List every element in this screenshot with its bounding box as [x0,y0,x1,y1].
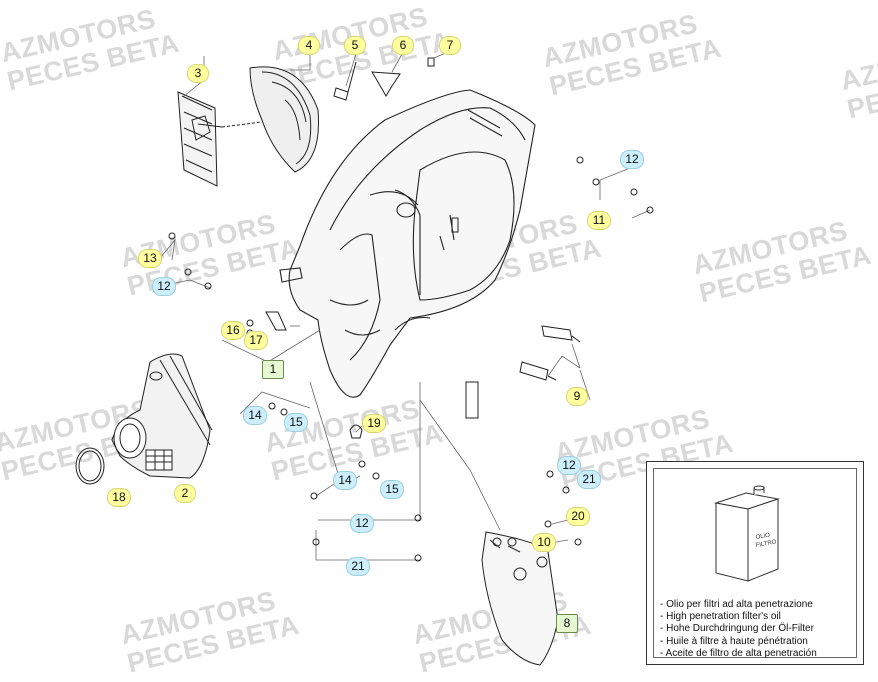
callout-part-5[interactable]: 5 [344,36,366,55]
airbox-housing [279,89,536,398]
callout-part-18[interactable]: 18 [107,488,131,507]
callout-part-12[interactable]: 12 [152,277,176,296]
callout-part-15[interactable]: 15 [284,413,308,432]
oil-note-es: - Aceite de filtro de alta penetración [660,647,817,659]
callout-part-6[interactable]: 6 [392,36,414,55]
oil-note-text: - Olio per filtri ad alta penetrazione -… [660,599,817,660]
filter-oil-note-box: OLIO FILTRO - Olio per filtri ad alta pe… [646,461,864,665]
small-fasteners-top [333,57,435,101]
intake-boot [111,353,213,479]
hardware-bits [168,156,654,568]
hose-clamp [75,447,105,485]
callout-part-12[interactable]: 12 [557,456,581,475]
oil-note-en: - High penetration filter's oil [660,611,781,623]
callout-part-10[interactable]: 10 [532,533,556,552]
oil-note-de: - Hohe Durchdringung der Öl-Filter [660,623,814,635]
callout-part-21[interactable]: 21 [346,557,370,576]
oil-can-label-1: OLIO [755,533,770,541]
callout-part-12[interactable]: 12 [350,514,374,533]
callout-part-11[interactable]: 11 [587,211,611,230]
callout-part-3[interactable]: 3 [187,64,209,83]
callout-part-13[interactable]: 13 [138,249,162,268]
oil-can-label-2: FILTRO [755,539,777,549]
filter-cage [177,91,223,187]
callout-part-2[interactable]: 2 [174,484,196,503]
callout-part-7[interactable]: 7 [439,36,461,55]
air-filter [221,66,320,173]
callout-part-21[interactable]: 21 [577,470,601,489]
filter-oil-note-frame: OLIO FILTRO - Olio per filtri ad alta pe… [653,468,857,660]
oil-can-icon: OLIO FILTRO [714,485,780,582]
oil-note-it: - Olio per filtri ad alta penetrazione [660,599,813,610]
callout-part-14[interactable]: 14 [243,406,267,425]
callout-part-12[interactable]: 12 [620,150,644,169]
callout-part-9[interactable]: 9 [566,387,588,406]
fastening-straps [451,217,581,419]
callout-part-19[interactable]: 19 [362,414,386,433]
callout-part-1[interactable]: 1 [262,360,284,379]
oil-note-fr: - Huile à filtre à haute pénétration [660,635,808,647]
callout-part-17[interactable]: 17 [244,331,268,350]
callout-part-4[interactable]: 4 [298,36,320,55]
callout-part-20[interactable]: 20 [566,507,590,526]
callout-part-16[interactable]: 16 [221,321,245,340]
callout-part-14[interactable]: 14 [333,471,357,490]
callout-part-8[interactable]: 8 [556,614,578,633]
callout-part-15[interactable]: 15 [380,480,404,499]
